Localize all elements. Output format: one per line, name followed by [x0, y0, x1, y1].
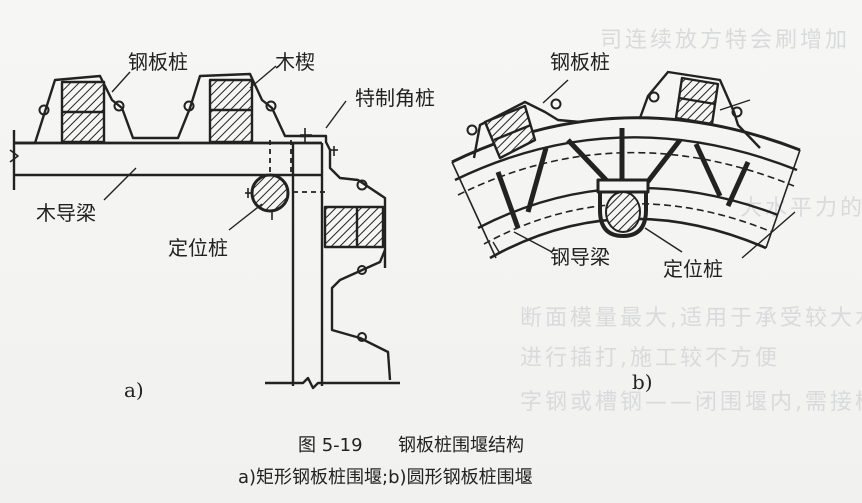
label-steel-guide-beam: 钢导梁	[550, 245, 610, 269]
label-positioning-pile-a: 定位桩	[168, 236, 228, 260]
label-special-corner-pile: 特制角桩	[355, 86, 435, 110]
label-wood-wedge: 木楔	[275, 50, 315, 74]
sublabel-b: b)	[632, 370, 653, 394]
bleed-through-text: 司连续放方特会刷增加	[600, 28, 851, 53]
label-steel-sheet-pile-b: 钢板桩	[550, 50, 610, 74]
label-steel-sheet-pile-a: 钢板桩	[128, 50, 188, 74]
figure-caption: a)矩形钢板桩围堰;b)圆形钢板桩围堰	[238, 467, 533, 488]
figure-title: 图 5-19 钢板桩围堰结构	[298, 431, 524, 457]
bleed-through-text: 断面模量最大,适用于承受较大水压力	[520, 306, 862, 331]
figure-number: 图 5-19	[298, 435, 363, 456]
diagram-b	[451, 70, 801, 260]
figure-title-text: 钢板桩围堰结构	[398, 435, 525, 456]
label-positioning-pile-b: 定位桩	[663, 257, 723, 281]
bleed-through-text: 字钢或槽钢——闭围堰内,需接榫能差,施工不便	[520, 390, 862, 415]
label-wood-guide-beam: 木导梁	[36, 201, 96, 225]
sublabel-a: a)	[124, 378, 144, 402]
diagram-a	[9, 65, 400, 390]
bleed-through-text: 进行插打,施工较不方便	[520, 346, 780, 371]
